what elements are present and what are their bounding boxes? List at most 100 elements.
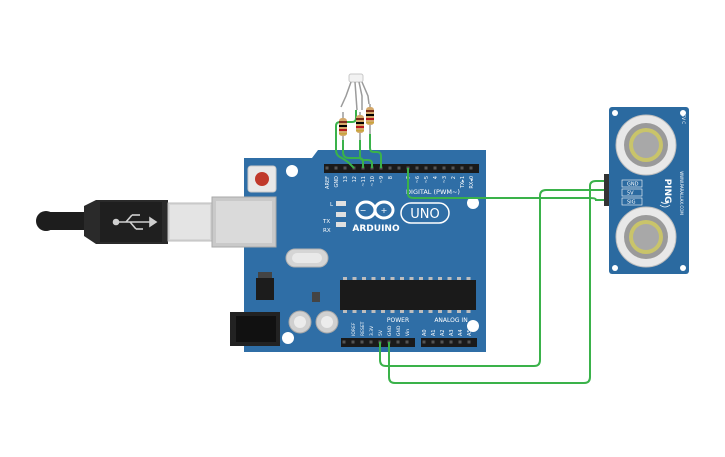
chip-pin xyxy=(352,277,357,280)
chip-pin xyxy=(419,310,423,313)
analog-pin-socket[interactable] xyxy=(458,340,462,344)
power-pin-socket[interactable] xyxy=(342,340,346,344)
resistor-2[interactable] xyxy=(356,115,364,133)
chip-pin xyxy=(362,310,366,313)
digital-pin-label: ~9 xyxy=(379,176,385,183)
power-pin-socket[interactable] xyxy=(396,340,400,344)
digital-pin-socket[interactable] xyxy=(325,166,329,170)
chip-pin xyxy=(390,277,395,280)
digital-pin-socket[interactable] xyxy=(397,166,401,170)
analog-pin-socket[interactable] xyxy=(422,340,426,344)
chip-pin xyxy=(419,277,423,280)
ultrasonic-transducer-top xyxy=(615,114,677,176)
digital-pin-label: 2 xyxy=(451,176,457,179)
digital-pin-housing xyxy=(324,164,416,173)
sensor-pin-sig[interactable] xyxy=(621,197,643,206)
mounting-hole xyxy=(680,265,686,271)
analog-pin-socket[interactable] xyxy=(431,340,435,344)
smd-component xyxy=(336,222,346,227)
power-pin-label: GND xyxy=(387,325,393,336)
led-l xyxy=(336,201,346,206)
resistor-3[interactable] xyxy=(366,107,374,125)
logo-minus: − xyxy=(360,206,367,215)
power-pin-label: 5V xyxy=(378,329,384,336)
digital-pin-label: ~10 xyxy=(370,176,376,187)
mounting-hole xyxy=(282,332,294,344)
analog-pin-socket[interactable] xyxy=(449,340,453,344)
atmega-microcontroller xyxy=(340,277,476,313)
analog-pin-label: A3 xyxy=(449,329,455,336)
rgb-led[interactable] xyxy=(340,73,370,111)
chip-pin xyxy=(466,310,471,313)
chip-pin xyxy=(457,310,461,313)
digital-pin-socket[interactable] xyxy=(451,166,455,170)
chip-pin xyxy=(400,277,404,280)
digital-pin-label: ~11 xyxy=(361,176,367,187)
digital-pin-socket[interactable] xyxy=(388,166,392,170)
sensor-wires[interactable] xyxy=(379,168,604,384)
digital-pin-label: 4 xyxy=(433,176,439,179)
power-pin-socket[interactable] xyxy=(405,340,409,344)
analog-pin-label: A4 xyxy=(458,329,464,336)
digital-pin-label: 8 xyxy=(388,176,394,179)
analog-header[interactable] xyxy=(421,338,477,347)
digital-pin-socket[interactable] xyxy=(460,166,464,170)
sensor-url: WWW.PARALLAX.COM xyxy=(679,171,684,215)
digital-pin-socket[interactable] xyxy=(424,166,428,170)
power-pin-label: IOREF xyxy=(351,322,357,336)
chip-pin xyxy=(371,277,376,280)
mounting-hole xyxy=(467,197,479,209)
analog-pin-socket[interactable] xyxy=(440,340,444,344)
digital-pin-label: RX◂0 xyxy=(469,176,475,189)
digital-header[interactable] xyxy=(324,164,479,173)
sensor-rev: REV C xyxy=(681,112,686,124)
resistor-1[interactable] xyxy=(339,118,347,136)
chip-pin xyxy=(352,310,357,313)
digital-pin-socket[interactable] xyxy=(442,166,446,170)
usb-cable[interactable] xyxy=(36,200,213,244)
smd-component xyxy=(312,292,320,302)
chip-pin xyxy=(457,277,461,280)
dc-power-jack xyxy=(230,312,280,346)
digital-pin-socket[interactable] xyxy=(469,166,473,170)
power-pin-socket[interactable] xyxy=(360,340,364,344)
sensor-pin-5v[interactable] xyxy=(621,188,643,197)
arduino-uno-board[interactable]: − + ARDUINO UNO DIGITAL (PWM~) L TX RX P… xyxy=(211,150,486,352)
led-l-label: L xyxy=(330,202,334,208)
digital-pin-socket[interactable] xyxy=(334,166,338,170)
led-wires[interactable] xyxy=(335,110,382,169)
uno-badge-text: UNO xyxy=(410,207,439,222)
sensor-pin-gnd[interactable] xyxy=(621,179,643,188)
power-pin-label: Vin xyxy=(405,329,411,336)
power-header[interactable] xyxy=(341,338,415,347)
power-pin-socket[interactable] xyxy=(369,340,373,344)
digital-pin-label: 13 xyxy=(343,176,349,182)
analog-label: ANALOG IN xyxy=(434,317,467,324)
digital-header-label: DIGITAL (PWM~) xyxy=(406,188,460,196)
sensor-pin-label: GND xyxy=(627,182,639,188)
sound-wave-icon xyxy=(659,201,671,208)
digital-pin-socket[interactable] xyxy=(433,166,437,170)
power-pin-socket[interactable] xyxy=(351,340,355,344)
logo-plus: + xyxy=(381,206,388,215)
chip-pin xyxy=(343,310,347,313)
digital-pin-label: ~5 xyxy=(424,176,430,183)
digital-pin-socket[interactable] xyxy=(343,166,347,170)
chip-pin xyxy=(362,277,366,280)
digital-pin-socket[interactable] xyxy=(415,166,419,170)
chip-pin xyxy=(438,310,442,313)
chip-pin xyxy=(409,310,414,313)
analog-pin-housing xyxy=(421,338,477,347)
chip-pin xyxy=(381,310,385,313)
mounting-hole xyxy=(286,165,298,177)
led-rx-label: RX xyxy=(323,228,331,234)
analog-pin-socket[interactable] xyxy=(467,340,471,344)
chip-pin xyxy=(400,310,404,313)
power-label: POWER xyxy=(387,317,409,324)
reset-button[interactable] xyxy=(247,165,277,193)
power-pin-label: RESET xyxy=(360,321,366,336)
